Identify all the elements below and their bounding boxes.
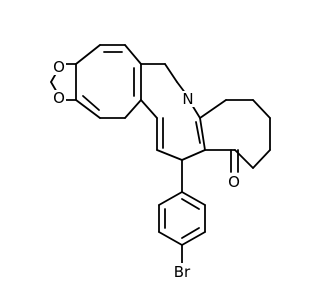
bond bbox=[164, 63, 178, 83]
bond bbox=[181, 149, 206, 161]
bond bbox=[252, 149, 271, 169]
bond bbox=[156, 149, 183, 161]
bond bbox=[75, 99, 101, 119]
bond bbox=[199, 99, 227, 119]
bond bbox=[82, 95, 100, 111]
bond bbox=[181, 198, 200, 210]
bond bbox=[140, 99, 158, 119]
atom-label-br: Br bbox=[174, 263, 191, 281]
bond bbox=[252, 99, 271, 119]
atom-label-o-top: O bbox=[53, 58, 65, 76]
bond bbox=[181, 227, 200, 239]
bond bbox=[158, 231, 183, 246]
bond bbox=[195, 121, 201, 144]
bond bbox=[75, 44, 101, 65]
atom-label-o-bottom: O bbox=[53, 89, 65, 107]
bond bbox=[124, 44, 142, 65]
bond bbox=[191, 104, 201, 119]
bond bbox=[181, 191, 206, 206]
atom-label-n: N bbox=[182, 90, 193, 108]
atom-label-o-ketone: O bbox=[228, 173, 240, 191]
atom-labels: O O N O Br bbox=[52, 58, 241, 281]
molecule-structure: O O N O Br bbox=[50, 44, 271, 281]
bond bbox=[158, 191, 183, 206]
bond bbox=[199, 117, 206, 151]
bond bbox=[181, 231, 206, 246]
bond bbox=[124, 99, 142, 119]
bonds bbox=[50, 44, 271, 265]
